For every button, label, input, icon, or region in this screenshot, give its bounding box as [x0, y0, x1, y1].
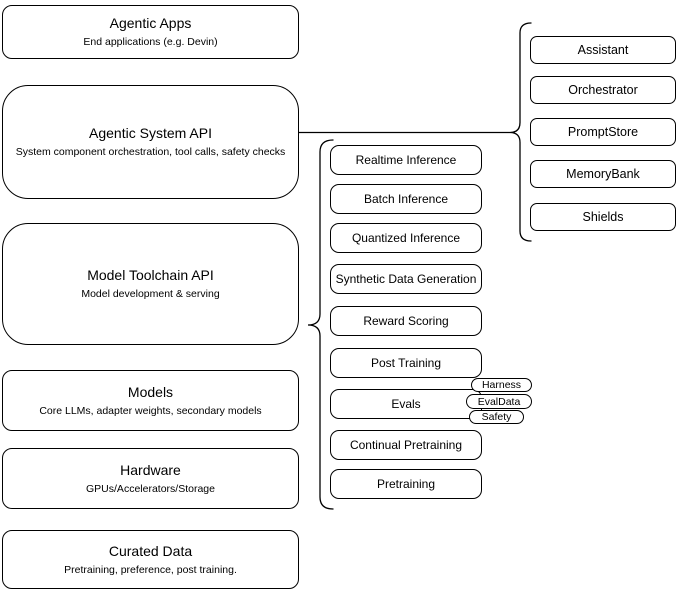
box-orchestrator-label: Orchestrator: [568, 83, 638, 97]
box-shields: Shields: [530, 203, 676, 231]
box-models: Models Core LLMs, adapter weights, secon…: [2, 370, 299, 431]
box-hardware: Hardware GPUs/Accelerators/Storage: [2, 448, 299, 509]
box-assistant: Assistant: [530, 36, 676, 64]
box-realtime-inference-label: Realtime Inference: [355, 153, 457, 167]
box-agentic-system-api-title: Agentic System API: [89, 125, 212, 141]
box-assistant-label: Assistant: [577, 43, 629, 57]
tag-safety: Safety: [469, 410, 524, 424]
box-memorybank-label: MemoryBank: [566, 167, 640, 181]
box-continual-pretraining: Continual Pretraining: [330, 430, 482, 460]
box-synthetic-data-generation: Synthetic Data Generation: [330, 264, 482, 294]
box-shields-label: Shields: [582, 210, 624, 224]
box-quantized-inference: Quantized Inference: [330, 223, 482, 253]
tag-evaldata: EvalData: [466, 394, 532, 409]
tag-safety-label: Safety: [481, 411, 512, 423]
tag-harness: Harness: [471, 378, 532, 392]
box-curated-data-subtitle: Pretraining, preference, post training.: [64, 563, 237, 576]
box-realtime-inference: Realtime Inference: [330, 145, 482, 175]
box-agentic-system-api-subtitle: System component orchestration, tool cal…: [15, 146, 286, 158]
box-orchestrator: Orchestrator: [530, 76, 676, 104]
tag-evaldata-label: EvalData: [477, 395, 521, 408]
box-model-toolchain-api-title: Model Toolchain API: [87, 267, 214, 283]
box-reward-scoring: Reward Scoring: [330, 306, 482, 336]
box-post-training-label: Post Training: [370, 356, 442, 370]
box-models-subtitle: Core LLMs, adapter weights, secondary mo…: [39, 404, 262, 417]
box-reward-scoring-label: Reward Scoring: [363, 314, 449, 328]
box-batch-inference-label: Batch Inference: [363, 192, 449, 206]
box-model-toolchain-api: Model Toolchain API Model development & …: [2, 223, 299, 345]
box-evals: Evals: [330, 389, 482, 419]
box-agentic-apps-title: Agentic Apps: [109, 15, 192, 31]
box-pretraining: Pretraining: [330, 469, 482, 499]
box-quantized-inference-label: Quantized Inference: [351, 231, 461, 245]
middle-group-brace: [307, 139, 334, 510]
right-group-brace: [509, 22, 532, 242]
box-pretraining-label: Pretraining: [376, 477, 436, 491]
box-agentic-apps-subtitle: End applications (e.g. Devin): [83, 36, 218, 48]
box-promptstore: PromptStore: [530, 118, 676, 146]
box-models-title: Models: [127, 383, 174, 400]
box-hardware-title: Hardware: [120, 461, 181, 478]
box-synthetic-data-generation-label: Synthetic Data Generation: [335, 272, 477, 286]
box-curated-data: Curated Data Pretraining, preference, po…: [2, 530, 299, 589]
tag-harness-label: Harness: [481, 379, 522, 391]
box-agentic-system-api: Agentic System API System component orch…: [2, 85, 299, 199]
box-hardware-subtitle: GPUs/Accelerators/Storage: [86, 482, 215, 495]
box-evals-label: Evals: [391, 397, 421, 411]
box-promptstore-label: PromptStore: [567, 125, 639, 139]
box-batch-inference: Batch Inference: [330, 184, 482, 214]
box-post-training: Post Training: [330, 348, 482, 378]
box-curated-data-title: Curated Data: [108, 542, 193, 559]
box-continual-pretraining-label: Continual Pretraining: [349, 438, 463, 452]
box-agentic-apps: Agentic Apps End applications (e.g. Devi…: [2, 5, 299, 59]
box-model-toolchain-api-subtitle: Model development & serving: [81, 288, 220, 300]
box-memorybank: MemoryBank: [530, 160, 676, 188]
